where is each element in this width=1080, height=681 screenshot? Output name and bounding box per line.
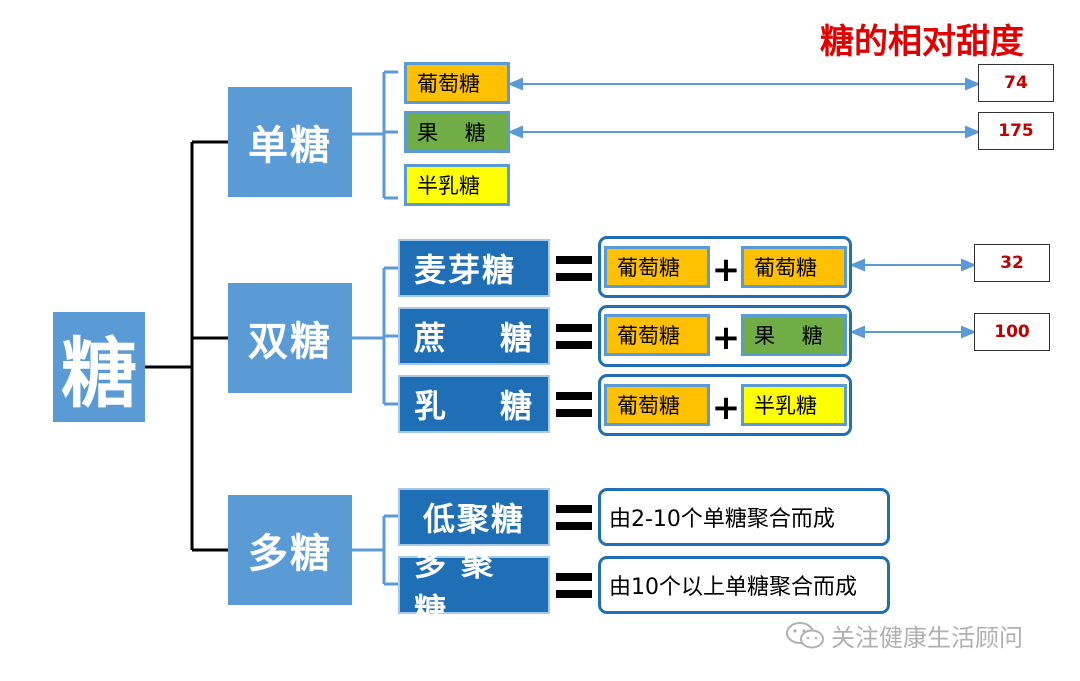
watermark-text: 关注健康生活顾问 <box>831 623 1023 652</box>
category-polysaccharide: 多糖 <box>228 495 352 605</box>
formula-left: 葡萄糖 <box>604 384 710 426</box>
disaccharide-name: 麦芽糖 <box>414 251 517 289</box>
polysaccharide-poly: 多 聚 糖 <box>398 545 550 629</box>
plus-sign: + <box>711 318 741 358</box>
disaccharide-name-part1: 乳 <box>414 387 449 425</box>
sweetness-fructose: 175 <box>978 112 1054 150</box>
disaccharide-name-part2: 糖 <box>499 387 534 425</box>
polysaccharide-desc: 由2-10个单糖聚合而成 <box>598 488 890 546</box>
root-node-sugar: 糖 <box>53 312 145 422</box>
sweetness-glucose: 74 <box>978 64 1054 102</box>
polysaccharide-oligo: 低聚糖 <box>398 488 550 546</box>
polysaccharide-name: 多 聚 糖 <box>414 545 496 629</box>
watermark: 关注健康生活顾问 <box>785 615 1070 655</box>
category-monosaccharide: 单糖 <box>228 87 352 197</box>
mono-glucose: 葡萄糖 <box>404 62 510 104</box>
disaccharide-sucrose: 蔗 糖 <box>398 307 550 365</box>
formula-left: 葡萄糖 <box>604 314 710 356</box>
disaccharide-lactose: 乳 糖 <box>398 375 550 433</box>
plus-sign: + <box>711 250 741 290</box>
plus-sign: + <box>711 388 741 428</box>
disaccharide-name-part2: 糖 <box>499 319 534 357</box>
wechat-icon <box>786 622 824 649</box>
equals-sign <box>556 250 592 286</box>
equals-sign <box>556 567 592 603</box>
equals-sign <box>556 386 592 422</box>
disaccharide-maltose: 麦芽糖 <box>398 239 550 297</box>
formula-right: 果 糖 <box>741 314 847 356</box>
polysaccharide-name: 低聚糖 <box>422 500 525 538</box>
category-disaccharide: 双糖 <box>228 283 352 393</box>
formula-right: 葡萄糖 <box>741 246 847 288</box>
sweetness-sucrose: 100 <box>974 313 1050 351</box>
polysaccharide-desc: 由10个以上单糖聚合而成 <box>598 556 890 614</box>
sweetness-maltose: 32 <box>974 244 1050 282</box>
disaccharide-name-part1: 蔗 <box>414 319 449 357</box>
equals-sign <box>556 318 592 354</box>
mono-galactose: 半乳糖 <box>404 164 510 206</box>
formula-right: 半乳糖 <box>741 384 847 426</box>
chart-title: 糖的相对甜度 <box>820 22 1024 62</box>
formula-left: 葡萄糖 <box>604 246 710 288</box>
mono-fructose: 果 糖 <box>404 111 510 153</box>
equals-sign <box>556 499 592 535</box>
